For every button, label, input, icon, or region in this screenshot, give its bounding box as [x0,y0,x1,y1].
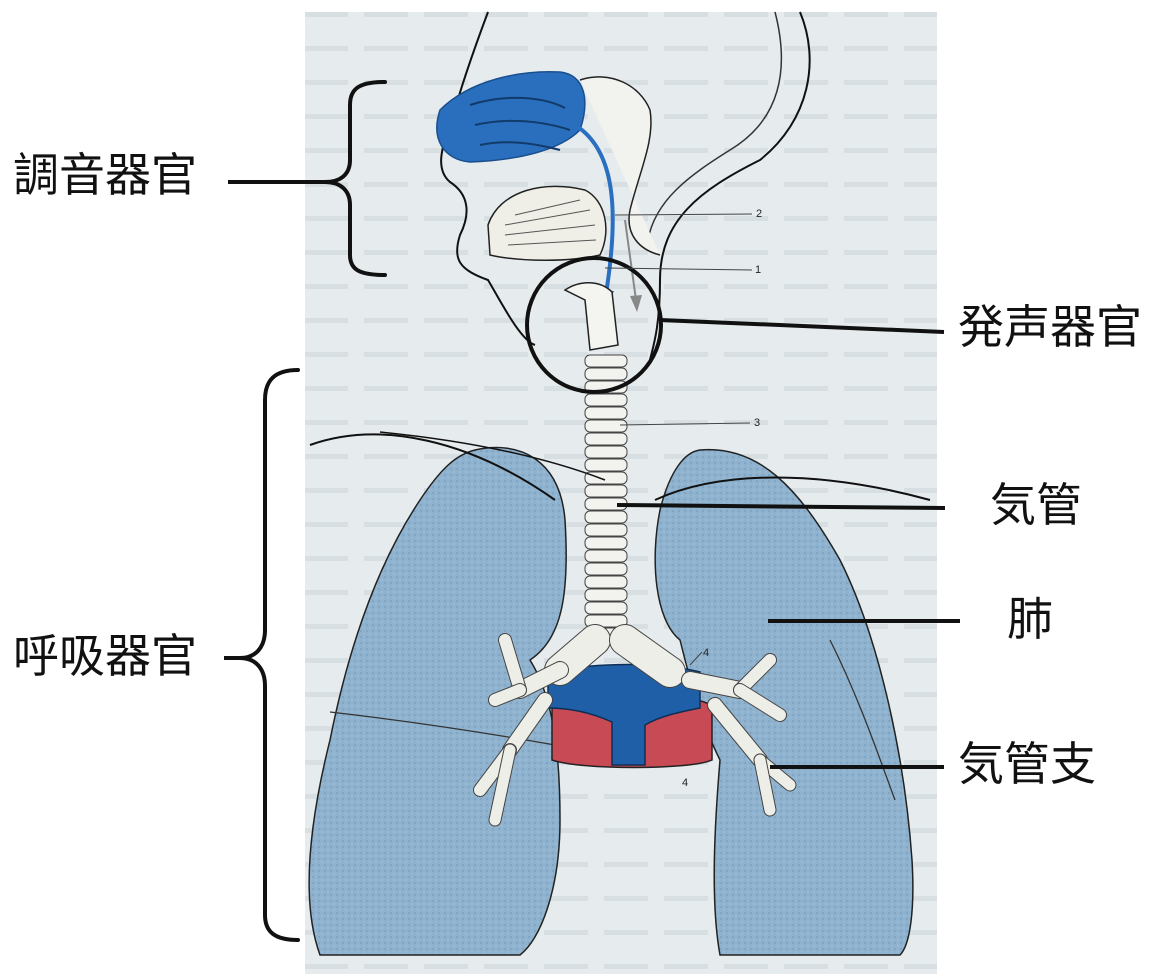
figure-number-3: 3 [754,417,760,429]
trachea-ring [585,407,627,419]
figure-number-4-upper: 4 [703,647,709,659]
label-lungs: 肺 [1007,596,1053,642]
trachea-ring [585,459,627,471]
trachea-ring [585,537,627,549]
trachea-ring [585,446,627,458]
trachea [585,355,627,640]
trachea-ring [585,355,627,367]
label-articulation-organs: 調音器官 [13,152,197,198]
label-phonation-organs: 発声器官 [958,304,1142,350]
trachea-ring [585,576,627,588]
trachea-ring [585,394,627,406]
trachea-ring [585,602,627,614]
trachea-ring [585,511,627,523]
trachea-ring [585,550,627,562]
bronchus-branch [690,680,740,690]
figure-number-2: 2 [756,208,762,220]
figure-number-1: 1 [755,264,761,276]
trachea-ring [585,368,627,380]
trachea-ring [585,563,627,575]
label-bronchi: 気管支 [958,741,1096,787]
trachea-ring [585,420,627,432]
trachea-ring [585,472,627,484]
label-respiratory-organs: 呼吸器官 [13,633,197,679]
label-trachea: 気管 [990,482,1082,528]
figure-number-4-lower: 4 [682,777,688,789]
trachea-ring [585,589,627,601]
trachea-ring [585,485,627,497]
trachea-ring [585,524,627,536]
brace-respiratory [240,370,298,940]
trachea-ring [585,433,627,445]
